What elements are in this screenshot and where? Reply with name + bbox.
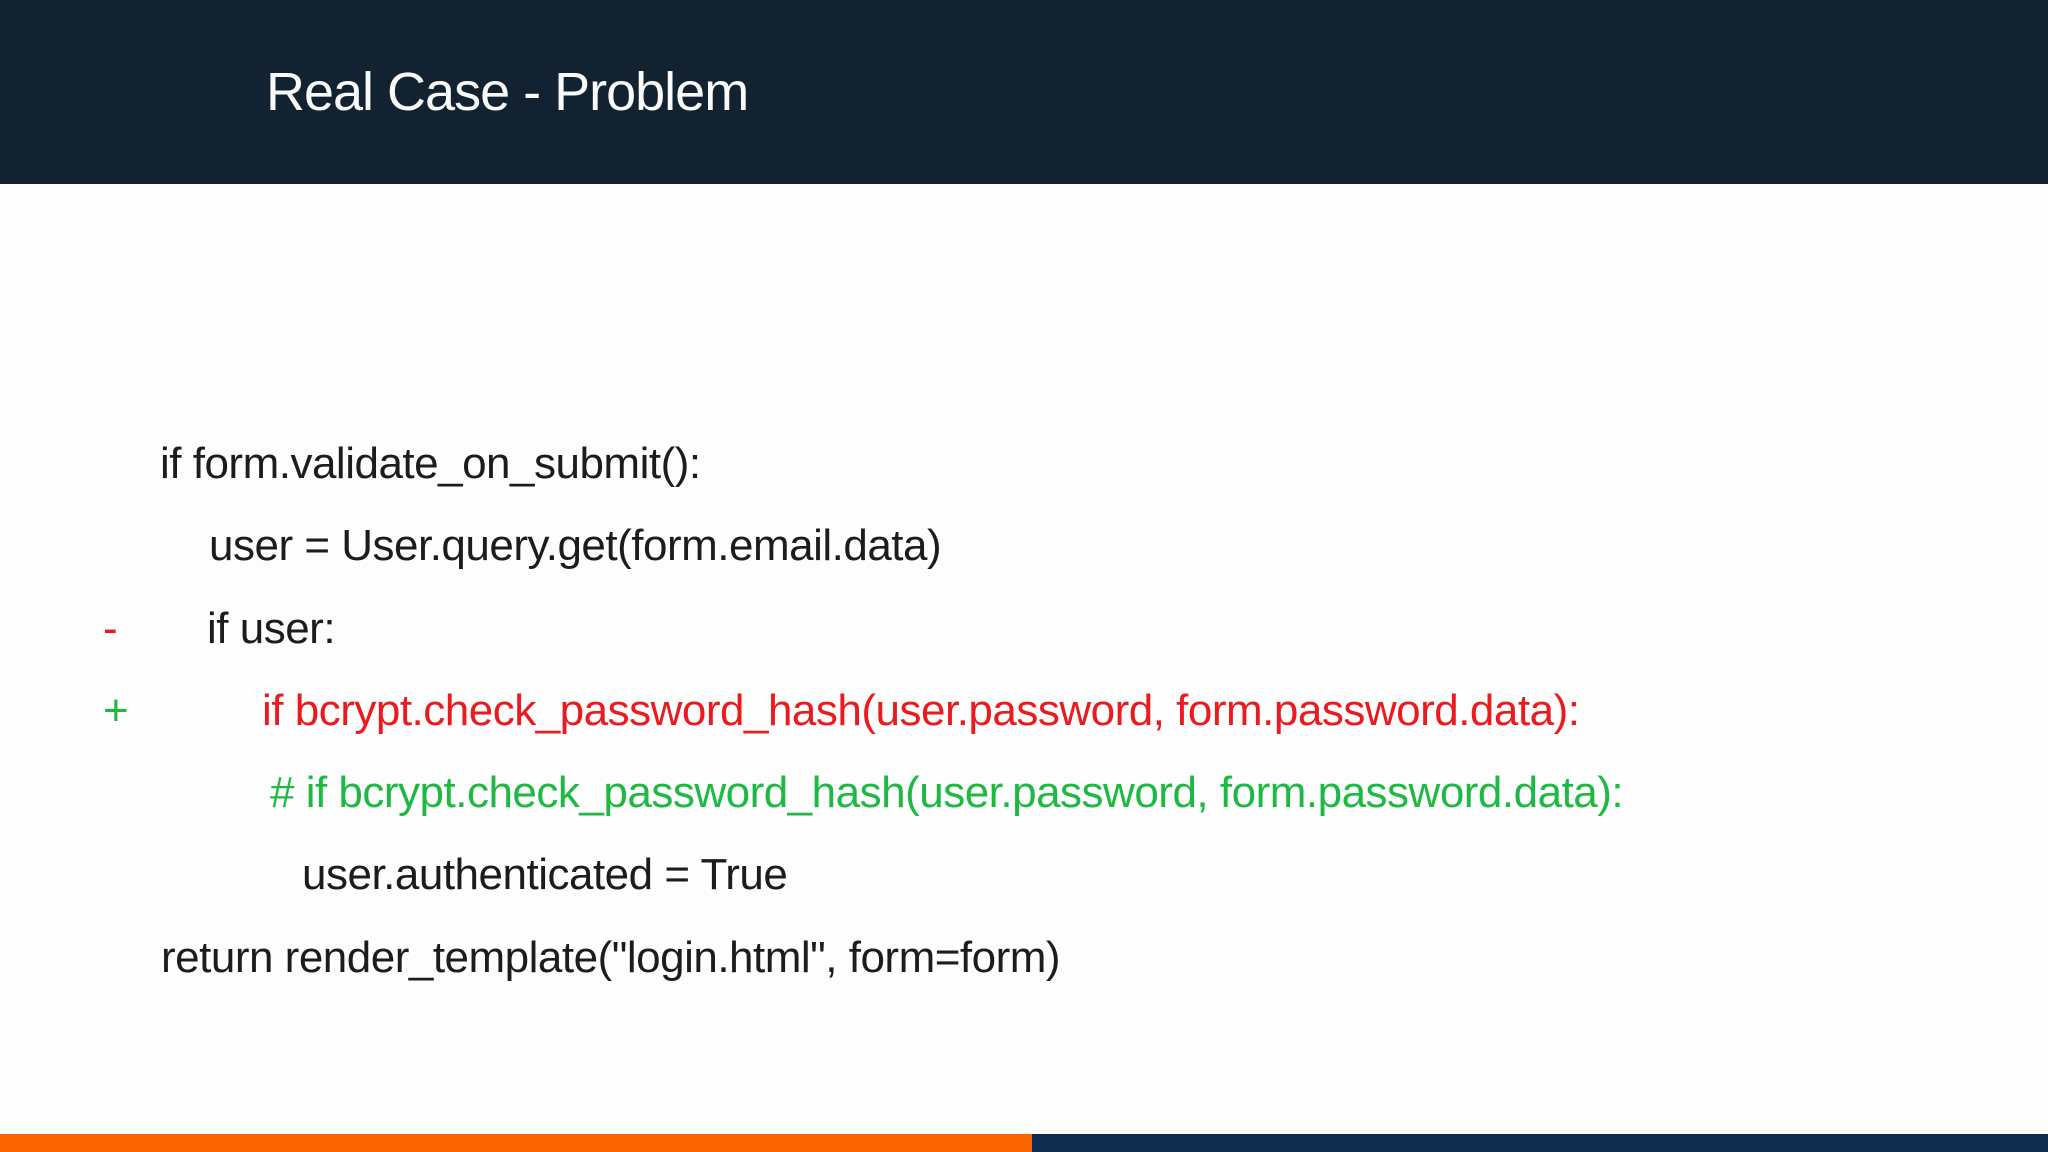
diff-marker-plus: + bbox=[103, 686, 129, 735]
code-line-removed: - if bcrypt.check_password_hash(user.pas… bbox=[0, 506, 2048, 735]
diff-marker-minus: - bbox=[103, 604, 118, 653]
footer-orange-bar bbox=[0, 1134, 1032, 1152]
code-text: user.authenticated = True bbox=[302, 850, 788, 899]
code-line: if user: bbox=[0, 424, 2048, 653]
code-line-added: + # if bcrypt.check_password_hash(user.p… bbox=[0, 588, 2048, 817]
code-line: return render_template("login.html", for… bbox=[0, 753, 2048, 982]
code-text: if user: bbox=[207, 604, 336, 653]
slide-header: Real Case - Problem bbox=[0, 0, 2048, 184]
footer-accent-bars bbox=[0, 1132, 2048, 1152]
code-text: # if bcrypt.check_password_hash(user.pas… bbox=[270, 768, 1624, 817]
code-text: if form.validate_on_submit(): bbox=[160, 439, 701, 488]
code-text: user = User.query.get(form.email.data) bbox=[209, 521, 942, 570]
code-text: return render_template("login.html", for… bbox=[161, 933, 1061, 982]
slide-title: Real Case - Problem bbox=[266, 62, 749, 122]
code-line: if form.validate_on_submit(): bbox=[0, 259, 2048, 488]
footer-navy-bar bbox=[1032, 1134, 2048, 1152]
code-text: if bcrypt.check_password_hash(user.passw… bbox=[262, 686, 1580, 735]
code-line: user.authenticated = True bbox=[0, 670, 2048, 899]
code-line: user = User.query.get(form.email.data) bbox=[0, 341, 2048, 570]
